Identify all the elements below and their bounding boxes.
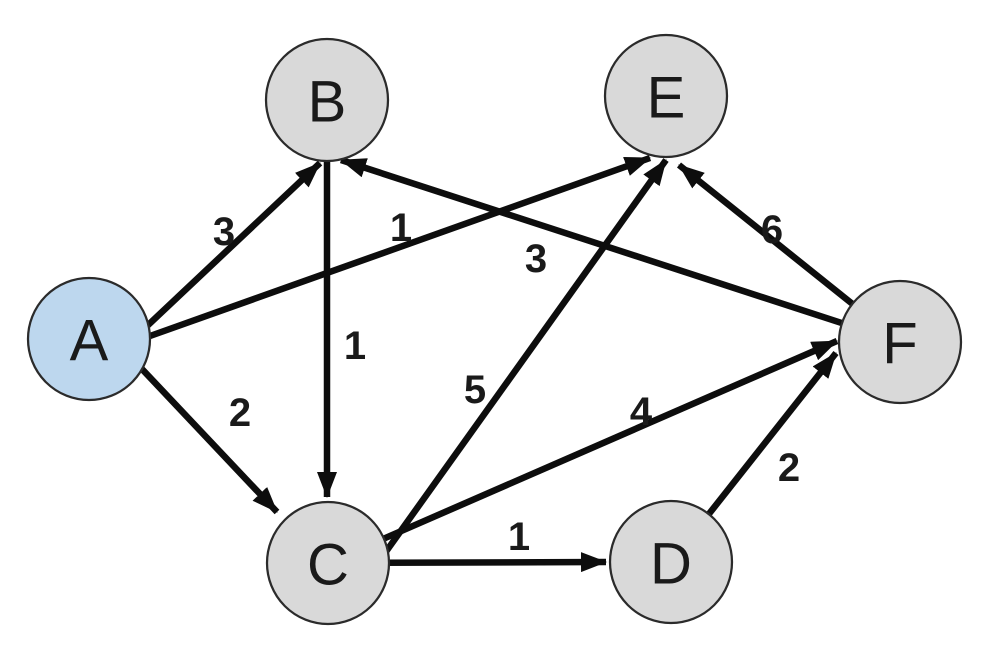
edge-weight-A-E: 1 bbox=[390, 206, 412, 250]
graph-node-F: F bbox=[837, 279, 963, 405]
node-label-E: E bbox=[647, 66, 686, 131]
nodes-layer: A B C D E F bbox=[26, 33, 963, 626]
edge-weight-C-F: 4 bbox=[630, 390, 653, 434]
node-label-B: B bbox=[308, 70, 347, 135]
node-label-F: F bbox=[882, 312, 917, 377]
node-circle-D bbox=[608, 499, 734, 625]
edge-weights-layer: 3 2 1 1 1 5 4 2 3 6 bbox=[213, 206, 800, 559]
node-circle-A bbox=[26, 276, 152, 402]
edge-A-B bbox=[143, 160, 323, 330]
graph-node-E: E bbox=[603, 33, 729, 159]
edge-weight-F-B: 3 bbox=[525, 237, 547, 281]
node-label-C: C bbox=[307, 533, 349, 598]
graph-node-A: A bbox=[26, 276, 152, 402]
edge-weight-B-C: 1 bbox=[344, 324, 366, 368]
edge-weight-C-E: 5 bbox=[464, 368, 486, 412]
node-label-D: D bbox=[650, 532, 692, 597]
node-label-A: A bbox=[70, 309, 109, 374]
edge-weight-C-D: 1 bbox=[508, 515, 530, 559]
graph-node-B: B bbox=[264, 37, 390, 163]
edge-A-E bbox=[148, 154, 652, 340]
node-circle-B bbox=[264, 37, 390, 163]
edge-weight-F-E: 6 bbox=[761, 208, 783, 252]
edge-A-C bbox=[138, 365, 280, 515]
edges-layer bbox=[138, 100, 903, 573]
edge-weight-A-C: 2 bbox=[229, 391, 251, 435]
edge-F-B bbox=[339, 156, 902, 346]
node-circle-F bbox=[837, 279, 963, 405]
edge-C-F bbox=[326, 338, 839, 566]
edge-weight-A-B: 3 bbox=[213, 210, 235, 254]
edge-C-E bbox=[382, 158, 669, 555]
edge-weight-D-F: 2 bbox=[778, 446, 800, 490]
node-circle-E bbox=[603, 33, 729, 159]
graph-node-C: C bbox=[265, 500, 391, 626]
node-circle-C bbox=[265, 500, 391, 626]
graph-node-D: D bbox=[608, 499, 734, 625]
